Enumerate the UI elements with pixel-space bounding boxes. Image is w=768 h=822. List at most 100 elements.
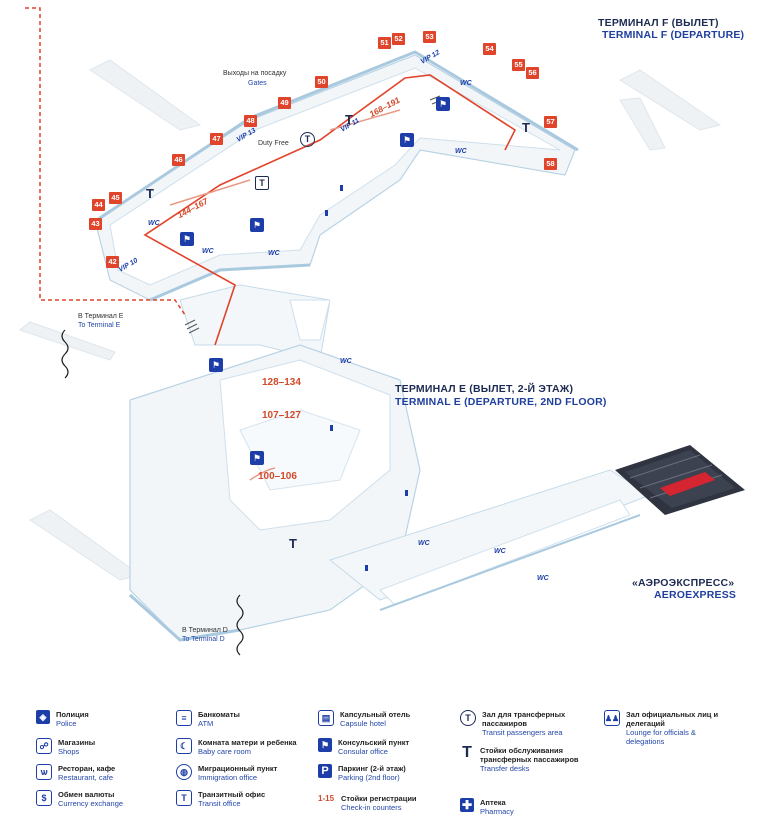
airplane-shapes [18,59,722,581]
terminal-f-building [94,50,579,302]
gate-42[interactable]: 42 [106,256,119,268]
immigration-icon: ⚑ [180,232,194,246]
wc-label: WC [494,548,506,555]
gate-54[interactable]: 54 [483,43,496,55]
legend-transfer-desk: T Стойки обслуживания трансферных пассаж… [460,744,590,773]
to-terminal-e-ru: В Терминал E [78,313,124,320]
route-line [143,74,517,346]
legend-parking: P Паркинг (2-й этаж)Parking (2nd floor) [318,764,406,782]
gate-44[interactable]: 44 [92,199,105,211]
transfer-desk-icon: T [462,744,472,761]
facility-marks [325,185,408,571]
terminal-e-title-ru: ТЕРМИНАЛ E (ВЫЛЕТ, 2-Й ЭТАЖ) [395,383,574,395]
gate-43[interactable]: 43 [89,218,102,230]
dashed-route-terminal-e [25,7,186,316]
immigration-icon: ⚑ [400,133,414,147]
transfer-desk-icon: T [289,536,297,551]
wc-label: WC [202,248,214,255]
wc-label: WC [418,540,430,547]
train-shape [660,472,715,496]
lounge-icon: ♟♟ [604,710,620,726]
gate-56[interactable]: 56 [526,67,539,79]
wc-label: WC [455,148,467,155]
checkin-range-107: 107–127 [262,410,301,421]
gate-52[interactable]: 52 [392,33,405,45]
gate-55[interactable]: 55 [512,59,525,71]
gate-47[interactable]: 47 [210,133,223,145]
gate-51[interactable]: 51 [378,37,391,49]
checkin-icon: 1-15 [318,794,335,803]
terminal-f-title-ru: ТЕРМИНАЛ F (ВЫЛЕТ) [598,17,719,29]
consular-icon: ⚑ [318,738,332,752]
wc-label: WC [537,575,549,582]
wc-label: WC [340,358,352,365]
immigration-icon: ⚑ [209,358,223,372]
map-canvas [18,7,745,656]
transit-office-icon: T [255,176,269,190]
to-terminal-e-en: To Terminal E [78,322,121,329]
break-marker-e [61,329,69,379]
wc-label: WC [460,80,472,87]
gate-46[interactable]: 46 [172,154,185,166]
immigration-icon: ⚑ [250,451,264,465]
transfer-desk-icon: T [522,120,530,135]
checkin-range-100: 100–106 [258,471,297,482]
immigration-icon: ◍ [176,764,192,780]
atm-icon: ≡ [176,710,192,726]
wc-label: WC [148,220,160,227]
wc-label: WC [268,250,280,257]
transfer-desk-icon: T [345,112,353,127]
gates-label-ru: Выходы на посадку [223,70,287,77]
restaurant-icon: ѡ [36,764,52,780]
parking-icon: P [318,764,332,778]
terminal-map: ТЕРМИНАЛ F (ВЫЛЕТ) TERMINAL F (DEPARTURE… [18,7,745,656]
to-terminal-d-ru: В Терминал D [182,627,228,634]
gate-58[interactable]: 58 [544,158,557,170]
gate-48[interactable]: 48 [244,115,257,127]
transit-area-icon: T [460,710,476,726]
terminal-f-title-en: TERMINAL F (DEPARTURE) [602,29,745,41]
transfer-desk-icon: T [146,186,154,201]
transit-office-icon: T [176,790,192,806]
checkin-range-128: 128–134 [262,377,301,388]
transit-area-icon: T [300,132,315,147]
break-marker-d [236,594,244,656]
currency-icon: $ [36,790,52,806]
capsule-hotel-icon: ▤ [318,710,334,726]
aeroexpress-title-en: AEROEXPRESS [654,589,737,601]
baby-care-icon: ☾ [176,738,192,754]
shops-icon: ☍ [36,738,52,754]
gate-45[interactable]: 45 [109,192,122,204]
aeroexpress-station [615,445,745,515]
police-icon: ◈ [36,710,50,724]
to-terminal-d-en: To Terminal D [182,636,225,643]
gate-57[interactable]: 57 [544,116,557,128]
pharmacy-icon: ✚ [460,798,474,812]
immigration-icon: ⚑ [436,97,450,111]
gate-49[interactable]: 49 [278,97,291,109]
terminal-e-title-en: TERMINAL E (DEPARTURE, 2ND FLOOR) [395,396,607,408]
gates-label-en: Gates [248,80,267,87]
checkin-bands [169,109,401,481]
immigration-icon: ⚑ [250,218,264,232]
aeroexpress-corridor [328,469,652,611]
gate-53[interactable]: 53 [423,31,436,43]
aeroexpress-title-ru: «АЭРОЭКСПРЕСС» [632,577,735,589]
duty-free-label: Duty Free [258,140,289,147]
gate-50[interactable]: 50 [315,76,328,88]
